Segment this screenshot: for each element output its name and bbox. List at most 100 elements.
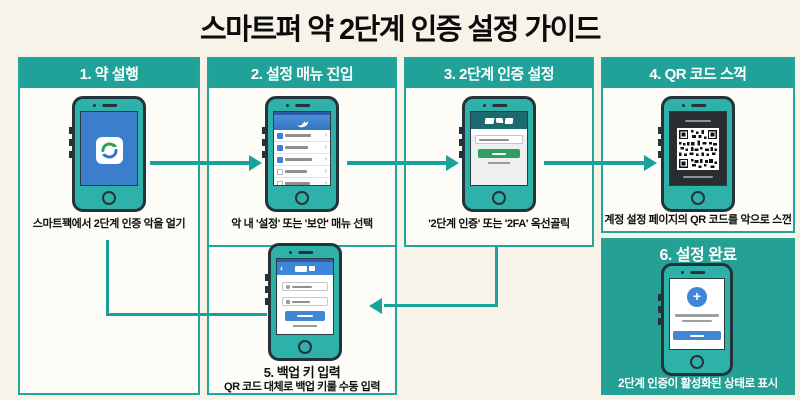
lock-icon [286, 299, 290, 304]
arrowhead-step3-to-step4 [644, 155, 657, 171]
link-text [488, 162, 510, 164]
step-6-caption: 2단계 인증이 활성화된 상태로 표시 [618, 378, 778, 390]
app-logo [495, 118, 504, 123]
menu-item-icon [277, 168, 283, 175]
side-button [265, 286, 268, 293]
user-icon [286, 284, 290, 289]
connector-step1-to-step5 [106, 313, 267, 316]
arrowhead-into-step5 [369, 298, 382, 314]
step-4-panel: 4. QR 코드 스꺽 계정 설정 페이지의 QR 코드를 악으로 스껀 [601, 57, 795, 233]
camera-dot-icon [483, 104, 486, 107]
input-placeholder [479, 138, 509, 141]
button-label [492, 152, 506, 155]
side-button [69, 139, 72, 146]
step-4-header: 4. QR 코드 스꺽 [603, 59, 793, 88]
arrowhead-step2-to-step3 [446, 155, 459, 171]
side-button [658, 318, 661, 325]
step-1-caption: 스마트꽥에서 2단계 인증 악을 얼기 [32, 218, 186, 230]
side-button [459, 151, 462, 158]
home-button [690, 355, 704, 369]
qr-code-icon [679, 130, 717, 168]
side-button [658, 151, 661, 158]
code-input [282, 297, 328, 306]
side-button [459, 127, 462, 134]
screen-text-line [685, 120, 711, 122]
arrowhead-step1-to-step2 [249, 155, 262, 171]
speaker-icon [492, 104, 508, 107]
chevron-right-icon: › [324, 168, 327, 175]
menu-item-label [285, 182, 310, 185]
form-body [471, 135, 527, 185]
menu-row: › [274, 166, 330, 178]
step-5-header: 5. 백업 키 입력 [263, 365, 341, 380]
step-5-caption: QR 코드 대체로 백업 키룰 수동 입력 [224, 381, 380, 393]
connector-step1-down [106, 240, 109, 316]
camera-dot-icon [682, 104, 685, 107]
menu-row: › [274, 154, 330, 166]
home-button [102, 191, 116, 205]
status-text-line [682, 319, 712, 322]
step-6-phone: + [658, 263, 733, 376]
menu-item-icon [277, 144, 283, 151]
side-button [658, 306, 661, 313]
screen-text-line [683, 176, 713, 178]
arrow-step1-to-step2 [150, 161, 250, 165]
status-text-line [675, 314, 719, 317]
arrow-step2-to-step3 [347, 161, 447, 165]
side-button [265, 298, 268, 305]
home-button [691, 191, 705, 205]
step-2-caption: 악 내 '설정' 또는 '보안' 매뉴 선택 [231, 218, 373, 230]
link-text [293, 325, 317, 327]
side-button [265, 274, 268, 281]
page-title: 스마트펴 약 2단계 인증 설정 가이드 [200, 14, 601, 46]
app-logo [295, 265, 307, 272]
step-1-header: 1. 약 설행 [20, 59, 198, 88]
plus-icon: + [687, 287, 707, 307]
menu-item-label [285, 158, 312, 161]
backup-key-input [282, 282, 328, 291]
speaker-icon [298, 251, 314, 254]
app-logo [309, 266, 315, 271]
input-placeholder [292, 300, 310, 303]
step-1-phone [69, 96, 146, 212]
arrow-step3-to-step4 [544, 161, 645, 165]
connector-step4-down [495, 247, 498, 307]
camera-dot-icon [681, 271, 684, 274]
camera-dot-icon [93, 104, 96, 107]
button-label [690, 334, 704, 337]
side-button [69, 127, 72, 134]
chevron-right-icon: › [324, 144, 327, 151]
confirm-button [673, 331, 721, 340]
side-button [658, 139, 661, 146]
confirm-button [478, 149, 520, 158]
connector-into-step5 [384, 304, 498, 307]
step-3-header: 3. 2단계 인증 설정 [406, 59, 592, 88]
step-3-phone [459, 96, 536, 212]
sync-icon [100, 142, 118, 159]
speaker-icon [295, 104, 311, 107]
two-factor-form-screen [470, 111, 528, 186]
speaker-icon [102, 104, 118, 107]
side-button [262, 127, 265, 134]
menu-row: › [274, 178, 330, 185]
menu-item-icon [277, 132, 283, 139]
step-2-phone: › › › › › [262, 96, 339, 212]
menu-item-label [285, 134, 311, 137]
submit-button [285, 311, 325, 321]
auth-app-tile [95, 137, 123, 164]
side-button [262, 139, 265, 146]
menu-item-icon [277, 180, 283, 185]
menu-item-label [285, 170, 307, 173]
menu-item-icon [277, 156, 283, 163]
app-launch-screen [80, 111, 138, 186]
speaker-icon [691, 104, 707, 107]
camera-dot-icon [289, 251, 292, 254]
app-header [471, 112, 527, 129]
step-6-header: 6. 설정 완료 [659, 247, 737, 264]
menu-row: › [274, 142, 330, 154]
side-button [262, 151, 265, 158]
menu-row: › [274, 130, 330, 142]
step-3-caption: '2단계 인증' 또는 '2FA' 옥선골릭 [428, 218, 570, 230]
speaker-icon [690, 271, 706, 274]
